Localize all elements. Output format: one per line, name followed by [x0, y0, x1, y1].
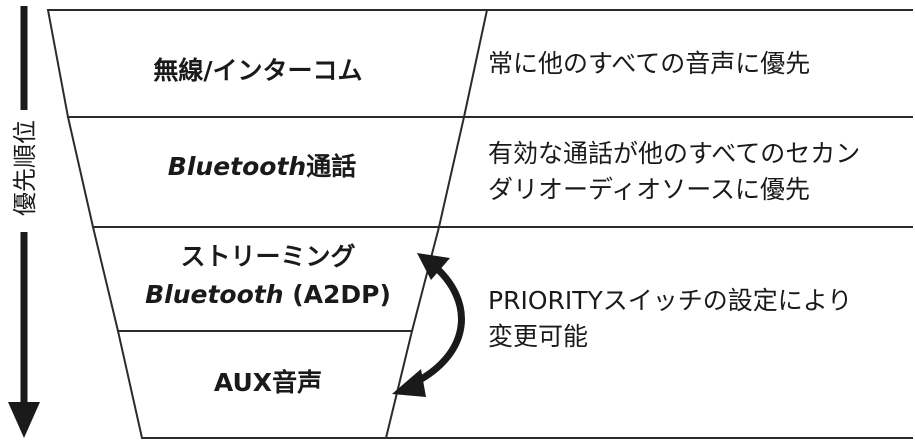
tier-4-label: AUX音声	[214, 368, 322, 397]
priority-axis: 優先順位	[8, 6, 40, 438]
descriptions: 常に他のすべての音声に優先 有効な通話が他のすべてのセカン ダリオーディオソース…	[488, 49, 860, 351]
tier-2-label-italic: Bluetooth	[168, 152, 306, 181]
tier-3-label-normal: (A2DP)	[284, 280, 391, 309]
row-separators	[386, 9, 913, 439]
axis-label: 優先順位	[11, 120, 39, 216]
tier-2-label-normal: 通話	[306, 152, 356, 181]
description-3-line-1: PRIORITYスイッチの設定により	[488, 286, 852, 315]
curved-double-arrow-icon	[392, 253, 465, 397]
description-1-line-1: 常に他のすべての音声に優先	[488, 49, 810, 78]
swap-arrow-curve	[414, 261, 465, 386]
tier-1-label: 無線/インターコム	[153, 56, 362, 85]
swap-arrow-head-top	[417, 253, 450, 280]
swap-arrow-head-bottom	[392, 369, 426, 397]
description-2-line-2: ダリオーディオソースに優先	[488, 175, 810, 204]
tier-3-label-line1: ストリーミング	[180, 242, 355, 271]
tier-3-label-italic: Bluetooth	[145, 280, 283, 309]
description-3-line-2: 変更可能	[488, 322, 588, 351]
funnel	[46, 9, 489, 439]
tier-3-label-line2: Bluetooth (A2DP)	[145, 280, 391, 309]
description-2-line-1: 有効な通話が他のすべてのセカン	[488, 139, 860, 168]
down-arrow-icon	[8, 402, 40, 438]
tier-2-label: Bluetooth通話	[168, 152, 356, 181]
tier-labels: 無線/インターコム Bluetooth通話 ストリーミング Bluetooth …	[145, 56, 391, 397]
